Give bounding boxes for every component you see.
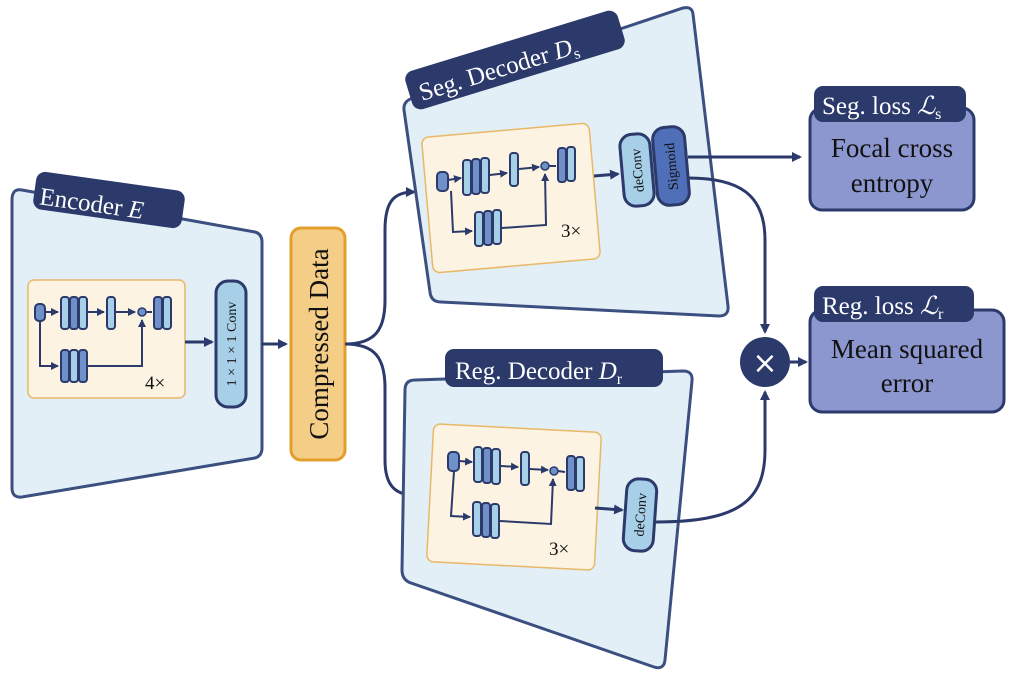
multiply-node: × (740, 337, 790, 387)
reg-decoder-block: 3× (426, 423, 602, 571)
seg-loss-box: Seg. loss ℒs Focal cross entropy (808, 86, 976, 212)
reg-deconv: deConv (621, 477, 659, 553)
svg-text:Sigmoid: Sigmoid (663, 142, 682, 191)
svg-text:1 × 1 × 1 Conv: 1 × 1 × 1 Conv (225, 302, 240, 387)
svg-text:deConv: deConv (629, 148, 648, 193)
compressed-data-box: Compressed Data (289, 226, 347, 462)
svg-text:Reg. loss ℒr: Reg. loss ℒr (822, 293, 944, 323)
arrow-to-reg-decoder (344, 342, 416, 500)
svg-text:Mean squared: Mean squared (831, 334, 984, 364)
svg-text:3×: 3× (561, 221, 581, 242)
arrow-to-seg-decoder (344, 187, 416, 346)
svg-text:Compressed Data: Compressed Data (304, 248, 334, 439)
reg-loss-box: Reg. loss ℒr Mean squared error (808, 286, 1006, 414)
svg-text:entropy: entropy (851, 168, 934, 198)
reg-decoder-tag: Reg. Decoder Dr (445, 349, 663, 388)
svg-text:Seg. loss ℒs: Seg. loss ℒs (822, 93, 941, 123)
svg-text:×: × (752, 346, 777, 381)
svg-text:Focal cross: Focal cross (831, 133, 953, 163)
arrow-reg-to-multiply (655, 390, 770, 524)
arrow-seg-to-multiply (687, 176, 770, 334)
svg-text:error: error (881, 368, 933, 398)
encoder-symbol: E (126, 196, 146, 225)
encoder-block: 4× (27, 279, 186, 399)
seg-decoder-block: 3× (421, 122, 601, 274)
encoder-conv: 1 × 1 × 1 Conv (214, 279, 248, 409)
svg-text:deConv: deConv (633, 493, 651, 538)
svg-text:3×: 3× (549, 539, 569, 560)
seg-sigmoid: Sigmoid (651, 125, 691, 207)
encoder-repeat: 4× (145, 373, 165, 394)
svg-text:Reg. Decoder Dr: Reg. Decoder Dr (455, 358, 623, 388)
seg-deconv: deConv (618, 132, 656, 208)
